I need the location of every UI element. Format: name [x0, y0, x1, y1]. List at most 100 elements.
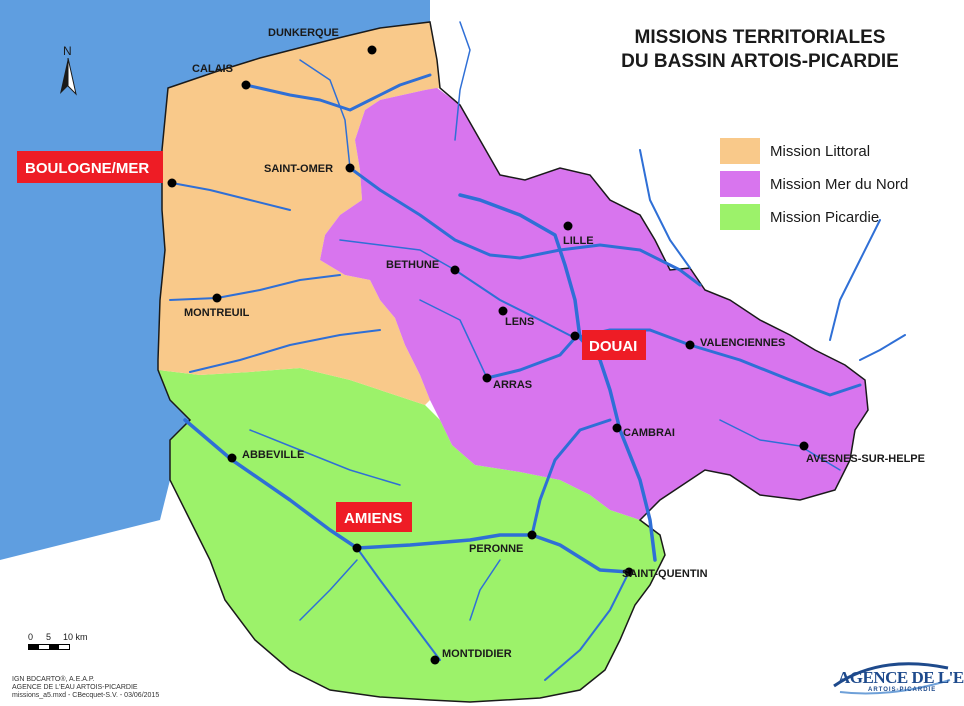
badge-amiens-bg	[336, 502, 412, 532]
river-avre	[356, 547, 441, 661]
scale-tick-10: 10 km	[63, 632, 88, 642]
city-marker-montdidier	[430, 655, 440, 665]
scale-tick-5: 5	[46, 632, 52, 642]
title-line-1: MISSIONS TERRITORIALES	[634, 27, 886, 48]
city-marker-avesnes	[799, 441, 809, 451]
legend: Mission Littoral Mission Mer du Nord Mis…	[720, 138, 950, 237]
river-tributary-11	[419, 299, 488, 379]
credit-line-2: AGENCE DE L'EAU ARTOIS-PICARDIE	[12, 684, 138, 691]
river-oise	[544, 571, 630, 681]
city-label-calais: CALAIS	[192, 63, 233, 75]
badge-douai: DOUAI	[589, 338, 637, 355]
legend-swatch-littoral	[720, 138, 760, 164]
city-marker-calais	[241, 80, 251, 90]
river-tributary-4	[829, 219, 881, 341]
city-markers: DUNKERQUE CALAIS SAINT-OMER BETHUNE LILL…	[167, 27, 925, 665]
badge-amiens: AMIENS	[344, 510, 402, 527]
city-label-avesnes: AVESNES-SUR-HELPE	[806, 453, 925, 465]
map-credits: IGN BDCARTO®, A.E.A.P. AGENCE DE L'EAU A…	[12, 676, 312, 700]
city-marker-valenciennes	[685, 340, 695, 350]
region-littoral	[158, 22, 440, 405]
north-label: N	[63, 44, 72, 58]
rivers	[169, 21, 906, 681]
river-canal-nord	[530, 418, 612, 537]
city-label-dunkerque: DUNKERQUE	[268, 27, 339, 39]
city-label-lens: LENS	[505, 316, 534, 328]
sea-area	[0, 0, 430, 560]
legend-label-mer-du-nord: Mission Mer du Nord	[770, 175, 909, 193]
legend-label-picardie: Mission Picardie	[770, 208, 880, 226]
logo-sub-text: ARTOIS-PICARDIE	[868, 687, 937, 693]
basin-outline	[157, 21, 869, 703]
badge-boulogne: BOULOGNE/MER	[25, 160, 149, 177]
city-label-lille: LILLE	[563, 235, 594, 247]
legend-item-picardie: Mission Picardie	[720, 204, 950, 230]
river-liane	[171, 182, 291, 211]
city-marker-bethune	[450, 265, 460, 275]
river-sambre	[688, 343, 862, 397]
river-somme	[183, 418, 631, 574]
river-tributary-6	[249, 429, 401, 486]
city-marker-montreuil	[212, 293, 222, 303]
region-mer-du-nord	[320, 88, 868, 520]
city-label-bethune: BETHUNE	[386, 259, 439, 271]
region-picardie	[158, 368, 665, 702]
river-tributary-1	[299, 59, 351, 169]
river-authie	[189, 329, 381, 373]
badge-boulogne-bg	[17, 151, 163, 183]
river-tributary-5	[859, 334, 906, 361]
city-marker-abbeville	[227, 453, 237, 463]
scale-bar-graphic	[28, 644, 70, 650]
city-label-montdidier: MONTDIDIER	[442, 648, 512, 660]
scale-bar: 0 5 10 km	[28, 632, 118, 658]
city-marker-lille	[563, 221, 573, 231]
logo-main-text: AGENCE DE L'EAU	[838, 668, 964, 687]
river-aa	[244, 73, 432, 112]
city-marker-arras	[482, 373, 492, 383]
city-marker-peronne	[527, 530, 537, 540]
river-deule	[454, 269, 576, 339]
scale-tick-0: 0	[28, 632, 34, 642]
river-canche	[169, 274, 341, 301]
map-title: MISSIONS TERRITORIALES DU BASSIN ARTOIS-…	[600, 26, 920, 74]
river-tributary-3	[639, 149, 691, 269]
city-label-saint-quentin: SAINT-QUENTIN	[622, 568, 708, 580]
title-line-2: DU BASSIN ARTOIS-PICARDIE	[621, 51, 899, 72]
city-label-valenciennes: VALENCIENNES	[700, 337, 785, 349]
city-marker-saint-quentin	[624, 567, 634, 577]
city-marker-cambrai	[612, 423, 622, 433]
north-arrow-icon	[60, 58, 77, 96]
city-marker-douai	[570, 331, 580, 341]
river-tributary-9	[719, 419, 841, 471]
agency-logo: AGENCE DE L'EAU ARTOIS-PICARDIE	[820, 660, 964, 700]
mission-badges: BOULOGNE/MER DOUAI AMIENS	[17, 151, 646, 532]
city-label-peronne: PERONNE	[469, 543, 523, 555]
legend-item-littoral: Mission Littoral	[720, 138, 950, 164]
city-marker-saint-omer	[345, 163, 355, 173]
credit-line-1: IGN BDCARTO®, A.E.A.P.	[12, 676, 95, 683]
north-arrow: N	[56, 44, 80, 100]
city-label-montreuil: MONTREUIL	[184, 307, 250, 319]
city-marker-dunkerque	[367, 45, 377, 55]
city-marker-amiens	[352, 543, 362, 553]
legend-swatch-picardie	[720, 204, 760, 230]
river-tributary-2	[454, 21, 471, 141]
credit-line-3: missions_a5.mxd - CBecquet-S.V. - 03/06/…	[12, 692, 160, 699]
river-tributary-7	[299, 559, 358, 621]
legend-label-littoral: Mission Littoral	[770, 142, 871, 160]
river-tributary-10	[339, 239, 456, 271]
city-marker-boulogne	[167, 178, 177, 188]
logo-swoosh-icon	[833, 662, 951, 695]
river-tributary-8	[469, 559, 501, 621]
city-label-abbeville: ABBEVILLE	[242, 449, 304, 461]
badge-douai-bg	[582, 330, 646, 360]
city-marker-lens	[498, 306, 508, 316]
city-label-arras: ARRAS	[493, 379, 532, 391]
river-lys	[348, 166, 702, 287]
city-label-cambrai: CAMBRAI	[623, 427, 675, 439]
legend-item-mer-du-nord: Mission Mer du Nord	[720, 171, 950, 197]
legend-swatch-mer-du-nord	[720, 171, 760, 197]
city-label-saint-omer: SAINT-OMER	[264, 163, 333, 175]
